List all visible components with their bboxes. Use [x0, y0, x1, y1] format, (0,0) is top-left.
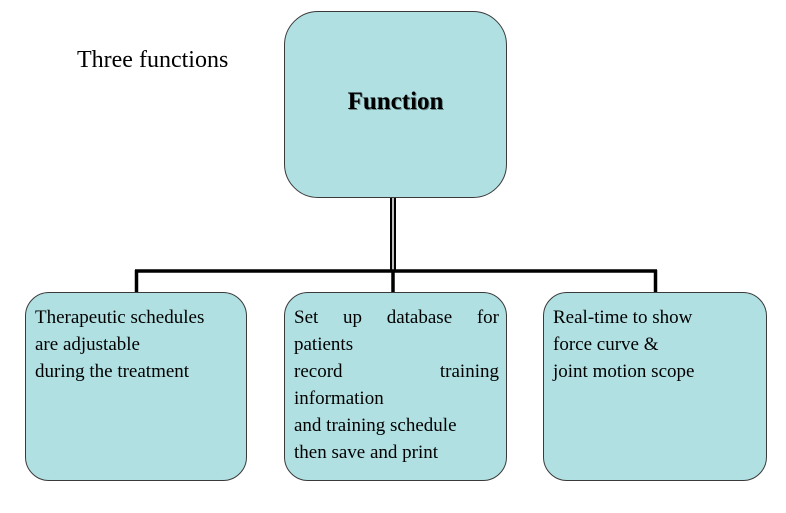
leaf-node-database: Set up database for patients record trai…	[284, 292, 507, 481]
leaf-text-line: are adjustable	[35, 334, 140, 355]
leaf-word: Set	[294, 307, 319, 328]
leaf-word: training	[439, 361, 499, 382]
leaf-node-realtime-display: Real-time to show force curve & joint mo…	[543, 292, 767, 481]
leaf-text-line: patients	[294, 334, 354, 355]
leaf-text-line: Therapeutic schedules	[35, 307, 205, 328]
leaf-text-line: force curve &	[553, 334, 659, 355]
leaf-text-line: record training	[294, 358, 499, 385]
root-node-function: Function	[284, 11, 507, 198]
root-node-label: Function	[347, 88, 444, 115]
leaf-node-therapeutic-schedules: Therapeutic schedules are adjustable dur…	[25, 292, 247, 481]
leaf-word: up	[343, 307, 362, 328]
leaf-text-line: Set up database for	[294, 304, 499, 331]
leaf-text-line: joint motion scope	[553, 361, 695, 382]
leaf-word: database	[386, 307, 453, 328]
diagram-heading: Three functions	[77, 47, 229, 73]
leaf-text-line: during the treatment	[35, 361, 190, 382]
leaf-word: for	[476, 307, 499, 328]
leaf-text-line: then save and print	[294, 442, 439, 463]
leaf-text-line: and training schedule	[294, 415, 457, 436]
leaf-text-line: information	[294, 388, 384, 409]
leaf-text-line: Real-time to show	[553, 307, 693, 328]
leaf-word: record	[294, 361, 343, 382]
